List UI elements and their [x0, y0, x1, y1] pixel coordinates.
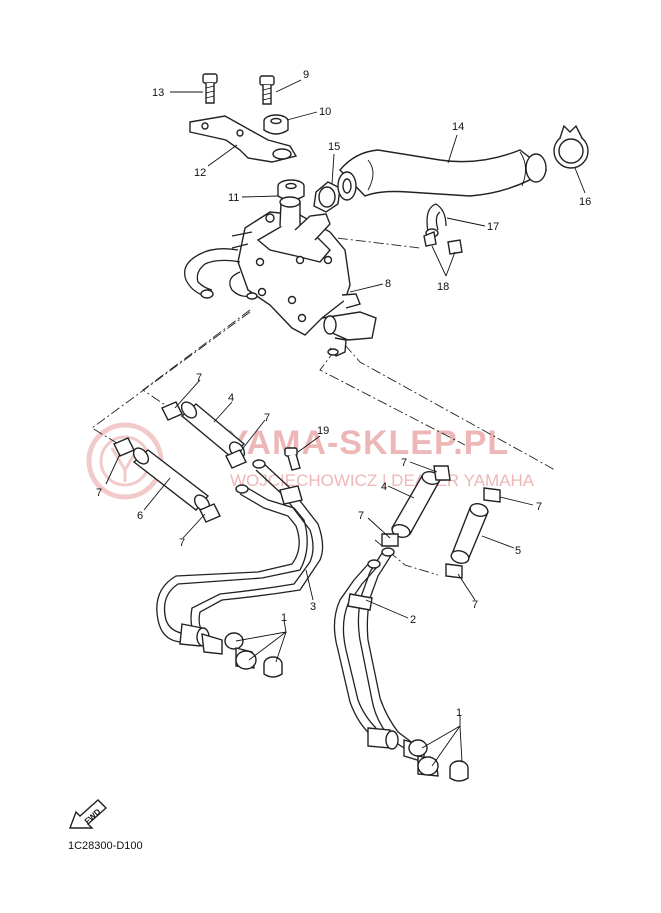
hose-6: [132, 447, 211, 512]
callout-9: 9: [303, 69, 309, 81]
callout-2: 2: [410, 614, 416, 626]
bolt-13: [202, 73, 218, 104]
callout-7a: 7: [196, 372, 202, 384]
callout-7e: 7: [401, 457, 407, 469]
callout-4b: 4: [381, 481, 387, 493]
callout-6: 6: [137, 510, 143, 522]
diagram-code: 1C28300-D100: [68, 840, 143, 852]
callout-18: 18: [437, 281, 449, 293]
callout-7f: 7: [536, 501, 542, 513]
callout-1a: 1: [281, 612, 287, 624]
watermark-title: YAMA-SKLEP.PL: [226, 424, 509, 462]
bolt-9: [259, 75, 275, 105]
clamp-16: [553, 124, 589, 169]
callout-7d: 7: [179, 537, 185, 549]
reed-valves-1-left: [179, 623, 283, 678]
callout-17: 17: [487, 221, 499, 233]
washer-10: [263, 114, 289, 135]
callout-16: 16: [579, 196, 591, 208]
pipe-2: [333, 547, 415, 753]
bracket-12: [189, 115, 298, 163]
callout-14: 14: [452, 121, 464, 133]
callout-3: 3: [310, 601, 316, 613]
callout-4a: 4: [228, 392, 234, 404]
callout-11: 11: [228, 192, 239, 204]
callout-13: 13: [152, 87, 164, 99]
callout-1b: 1: [456, 707, 462, 719]
callout-8: 8: [385, 278, 391, 290]
callout-5: 5: [515, 545, 521, 557]
callout-7h: 7: [472, 599, 478, 611]
callout-19: 19: [317, 425, 329, 437]
callout-7c: 7: [96, 487, 102, 499]
air-cut-valve-8: [183, 196, 377, 357]
clips-7-right: [381, 465, 501, 579]
callout-12: 12: [194, 167, 206, 179]
hose-14: [337, 149, 548, 201]
pipe-3: [156, 459, 324, 645]
callout-15: 15: [328, 141, 340, 153]
callout-7b: 7: [264, 412, 270, 424]
watermark: YAMA-SKLEP.PL WOJCIECHOWICZ | DEALER YAM…: [86, 422, 535, 500]
leader-lines: [105, 79, 586, 767]
callout-10: 10: [319, 106, 331, 118]
watermark-subtitle: WOJCIECHOWICZ | DEALER YAMAHA: [230, 471, 535, 490]
grommet-11: [277, 179, 305, 201]
bolt-19: [284, 447, 301, 471]
fwd-arrow: FWD: [68, 799, 108, 829]
hose-17: [425, 203, 447, 238]
callout-7g: 7: [358, 510, 364, 522]
reed-valves-1-right: [367, 727, 469, 782]
clips-7-left: [113, 401, 247, 523]
hose-5: [450, 503, 489, 564]
hose-clamp-15: [313, 181, 341, 213]
callouts: 13 9 10 12 11 15 14 16 17 18 8 7 4 7 19 …: [96, 69, 591, 719]
clips-18: [423, 231, 463, 255]
